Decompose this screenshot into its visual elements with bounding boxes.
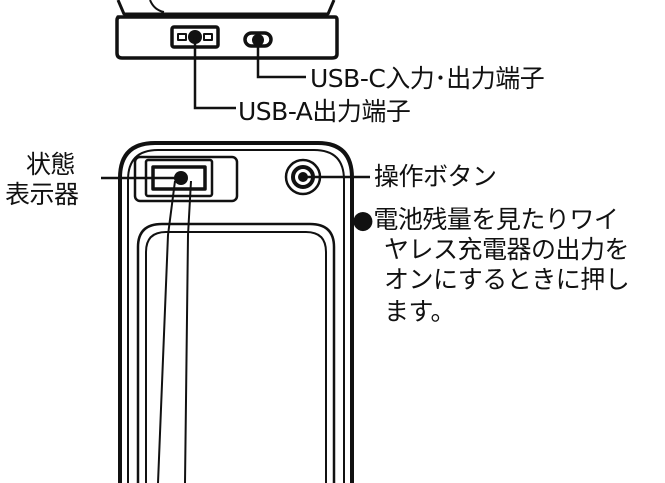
button-note-line3: オンにするときに押し: [384, 265, 630, 294]
usb-a-leader-line: [193, 37, 236, 110]
usb-callouts: [188, 30, 306, 110]
button-note-line2: ヤレス充電器の出力を: [384, 235, 630, 264]
status-indicator-label-line1: 状態: [26, 150, 76, 179]
usb-a-pin-right: [203, 33, 213, 41]
usb-a-label: USB-A出力端子: [238, 97, 411, 126]
usb-a-pin-left: [177, 33, 187, 41]
usb-c-leader-line: [256, 40, 306, 79]
device-side-body: [115, 15, 339, 60]
wireless-charging-pad-inner: [145, 231, 327, 483]
strap-line-right: [184, 180, 192, 483]
wireless-charging-pad-outer: [136, 222, 336, 483]
device-top-lip: [116, 0, 336, 16]
button-note-line1: ●電池残量を見たりワイ: [352, 205, 619, 234]
strap-line-left: [157, 180, 176, 483]
operation-button-label: 操作ボタン: [374, 162, 497, 191]
front-callouts: [101, 171, 370, 185]
device-outer-body: [118, 141, 354, 483]
device-top-rim: [149, 0, 165, 13]
usb-c-label: USB-C入力･出力端子: [310, 64, 545, 93]
device-inner-body: [127, 149, 345, 483]
device-top-view: [115, 0, 339, 60]
status-indicator-label-line2: 表示器: [5, 180, 79, 209]
button-note-line4: ます。: [384, 297, 456, 326]
device-front-view: [118, 141, 354, 483]
